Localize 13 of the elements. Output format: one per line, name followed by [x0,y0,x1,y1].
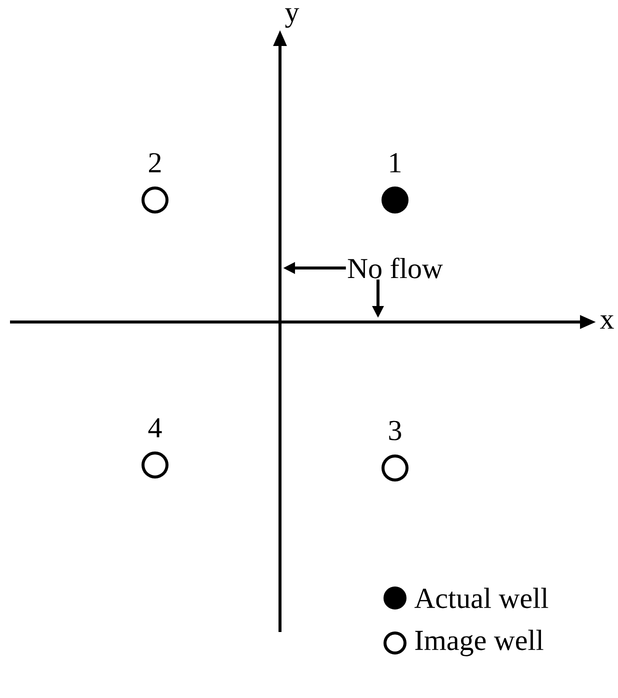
legend-text: Actual well [414,588,548,608]
well-number: 4 [148,418,162,438]
well-number: 1 [390,153,400,172]
well-number: 2 [149,153,161,172]
well-circle [142,452,168,478]
well-circle [142,186,168,214]
well-number: 3 [389,420,402,440]
annotation-text: No flow [348,258,443,278]
well-circle [382,454,408,482]
axis-label: y [285,8,300,28]
legend-text: Image well [415,630,544,656]
axis-label: x [600,315,614,329]
well-disc [382,186,408,214]
